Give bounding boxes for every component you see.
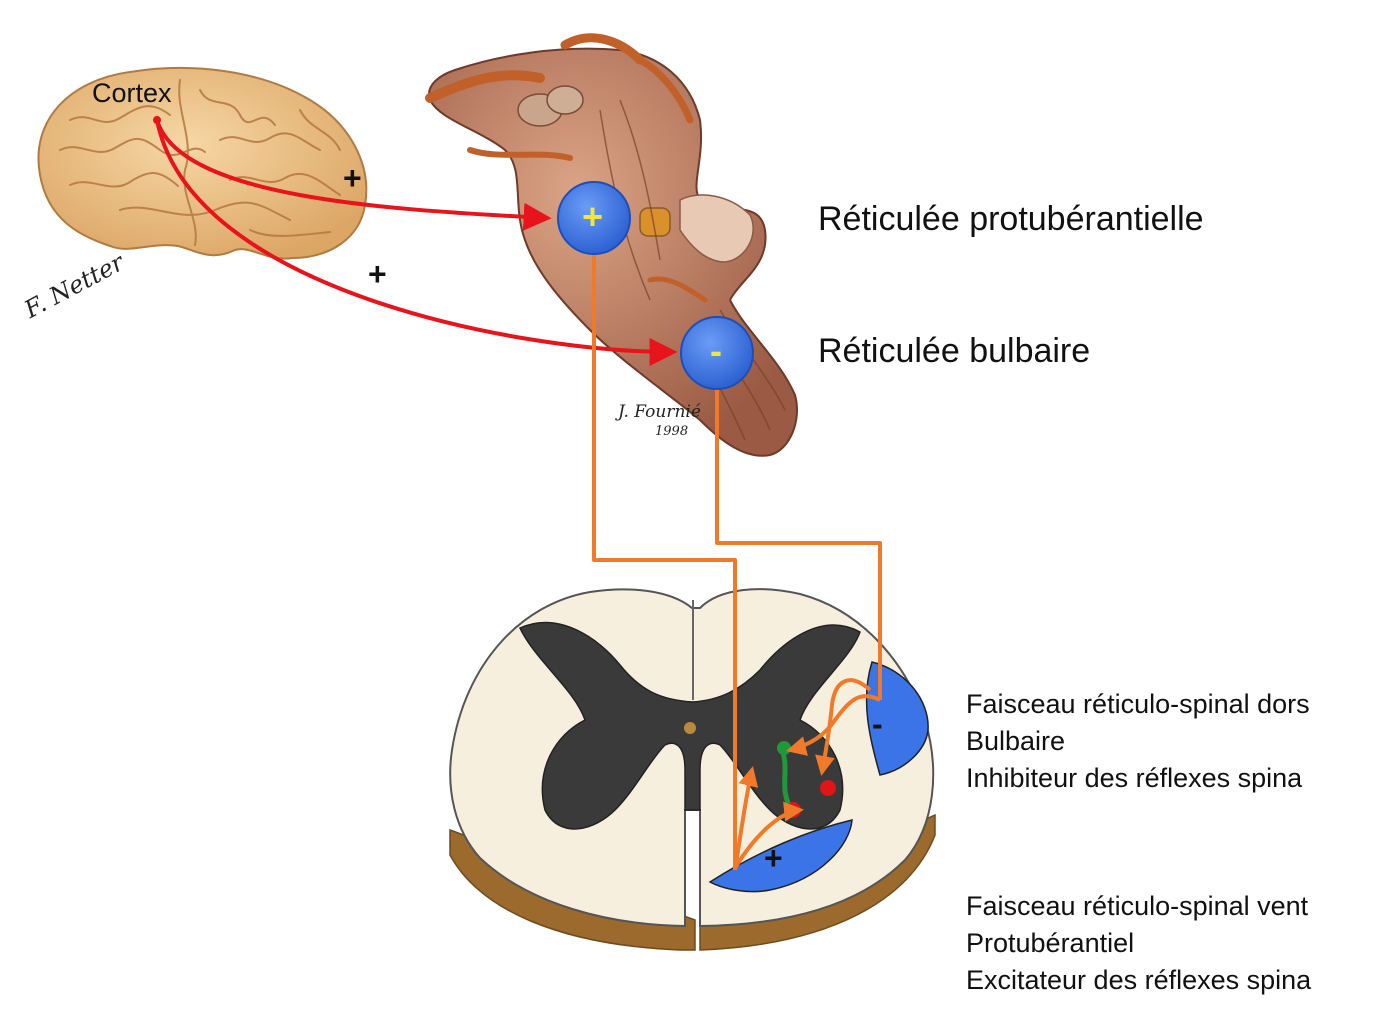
cortex-label: Cortex	[92, 78, 172, 109]
fournie-signature: J. Fournié	[618, 402, 701, 422]
dorsal-tract-line-2: Bulbaire	[966, 723, 1065, 760]
dorsal-tract-line-3: Inhibiteur des réflexes spina	[966, 760, 1302, 797]
spinal-cord-section	[450, 589, 935, 950]
dorsal-tract-line-1: Faisceau réticulo-spinal dors	[966, 686, 1310, 723]
ventral-tract-line-2: Protubérantiel	[966, 925, 1134, 962]
dorsal-tract-sign: -	[872, 706, 883, 743]
fournie-signature-year: 1998	[655, 424, 688, 439]
ventral-tract-line-3: Excitateur des réflexes spina	[966, 962, 1311, 999]
pontine-nucleus-sign: +	[582, 196, 603, 238]
cortex-plus-upper: +	[343, 160, 362, 197]
bulbar-reticular-label: Réticulée bulbaire	[818, 332, 1090, 371]
pontine-reticular-label: Réticulée protubérantielle	[818, 200, 1204, 239]
brain-illustration	[38, 68, 366, 259]
ventral-tract-sign: +	[764, 840, 783, 877]
bulbar-nucleus-sign: -	[710, 330, 722, 372]
ventral-tract-line-1: Faisceau réticulo-spinal vent	[966, 888, 1308, 925]
cortex-plus-lower: +	[368, 256, 387, 293]
